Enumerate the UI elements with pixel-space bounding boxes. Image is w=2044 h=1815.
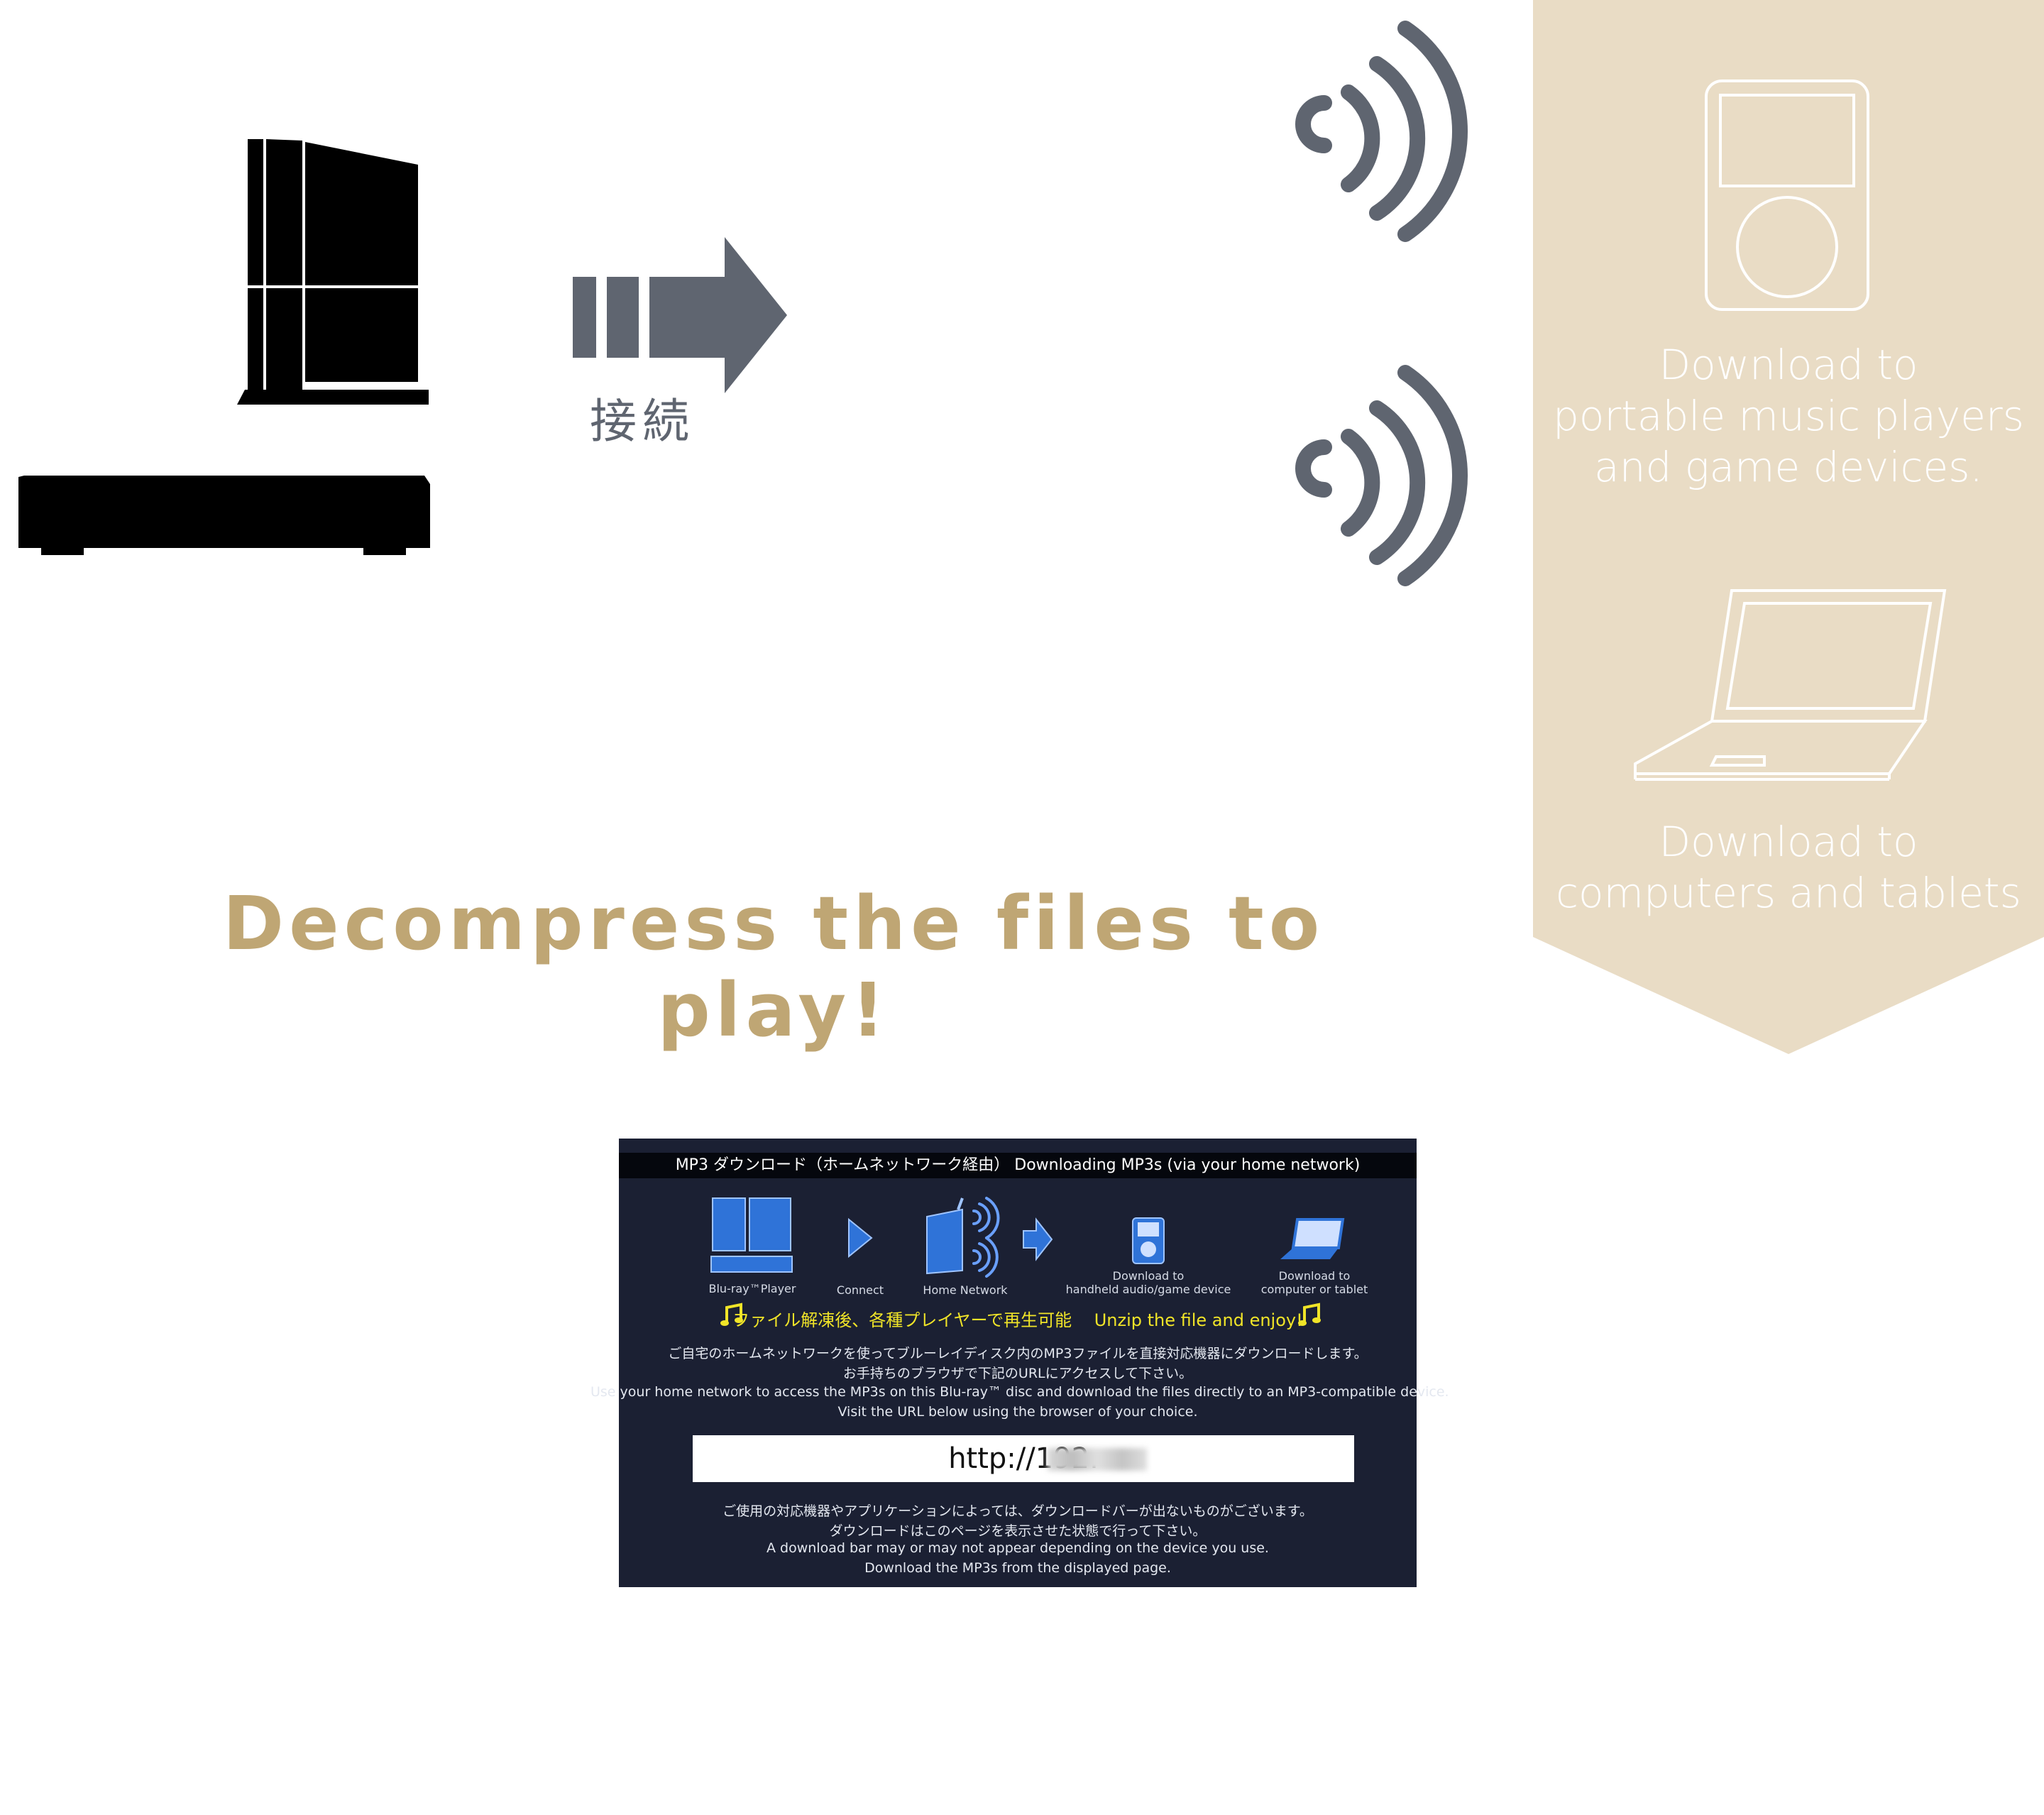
router-icon [926,1197,1000,1278]
connect-label: 接続 [590,394,695,449]
panel-background [1533,0,2044,1054]
url-text: http://192. [948,1442,1099,1475]
mp3-download-screen: MP3 ダウンロード（ホームネットワーク経由） Downloading MP3s… [590,1139,1449,1587]
music-note-icon [1298,1303,1321,1326]
step-label: Download to computer or tablet [1260,1269,1368,1296]
instruction-line: Use your home network to access the MP3s… [590,1384,1449,1400]
music-note-icon [720,1303,743,1326]
laptop-icon [1280,1218,1345,1259]
screen-title: MP3 ダウンロード（ホームネットワーク経由） Downloading MP3s… [619,1153,1417,1178]
url-field[interactable]: http://192. [693,1435,1354,1482]
instruction-line: A download bar may or may not appear dep… [766,1540,1269,1556]
instruction-line: ご自宅のホームネットワークを使ってブルーレイディスク内のMP3ファイルを直接対応… [668,1346,1368,1361]
instruction-line: Visit the URL below using the browser of… [837,1404,1198,1420]
bluray-player-icon [710,1197,793,1273]
instruction-line: ご使用の対応機器やアプリケーションによっては、ダウンロードバーが出ないものがござ… [722,1503,1313,1519]
instruction-line: Download the MP3s from the displayed pag… [864,1560,1171,1576]
step-label: Blu-ray™Player [708,1282,796,1295]
computer-download-text: Download to computers and tablets [1556,818,2021,917]
download-options-panel: Download to portable music players and g… [1533,0,2044,1054]
portable-player-icon [1705,79,1869,311]
laptop-icon [1634,589,1947,781]
instruction-line: ダウンロードはこのページを表示させた状態で行って下さい。 [829,1523,1207,1539]
instruction-line: お手持ちのブラウザで下記のURLにアクセスして下さい。 [842,1366,1193,1381]
unzip-message: ファイル解凍後、各種プレイヤーで再生可能 Unzip the file and … [732,1310,1303,1330]
connect-arrow-icon [573,237,787,393]
headline: Decompress the files to play! [222,880,1325,1053]
arrow-icon [848,1217,873,1259]
wifi-icon [1295,365,1468,586]
wifi-icon [1295,21,1468,242]
blurred-ip-address [1048,1448,1147,1471]
step-label: Connect [836,1283,884,1297]
ipod-icon [1132,1217,1165,1264]
step-label: Download to handheld audio/game device [1065,1269,1231,1296]
portable-download-text: Download to portable music players and g… [1553,341,2024,491]
game-console-icon [18,139,430,555]
arrow-icon [1023,1217,1053,1261]
step-label: Home Network [923,1283,1008,1297]
